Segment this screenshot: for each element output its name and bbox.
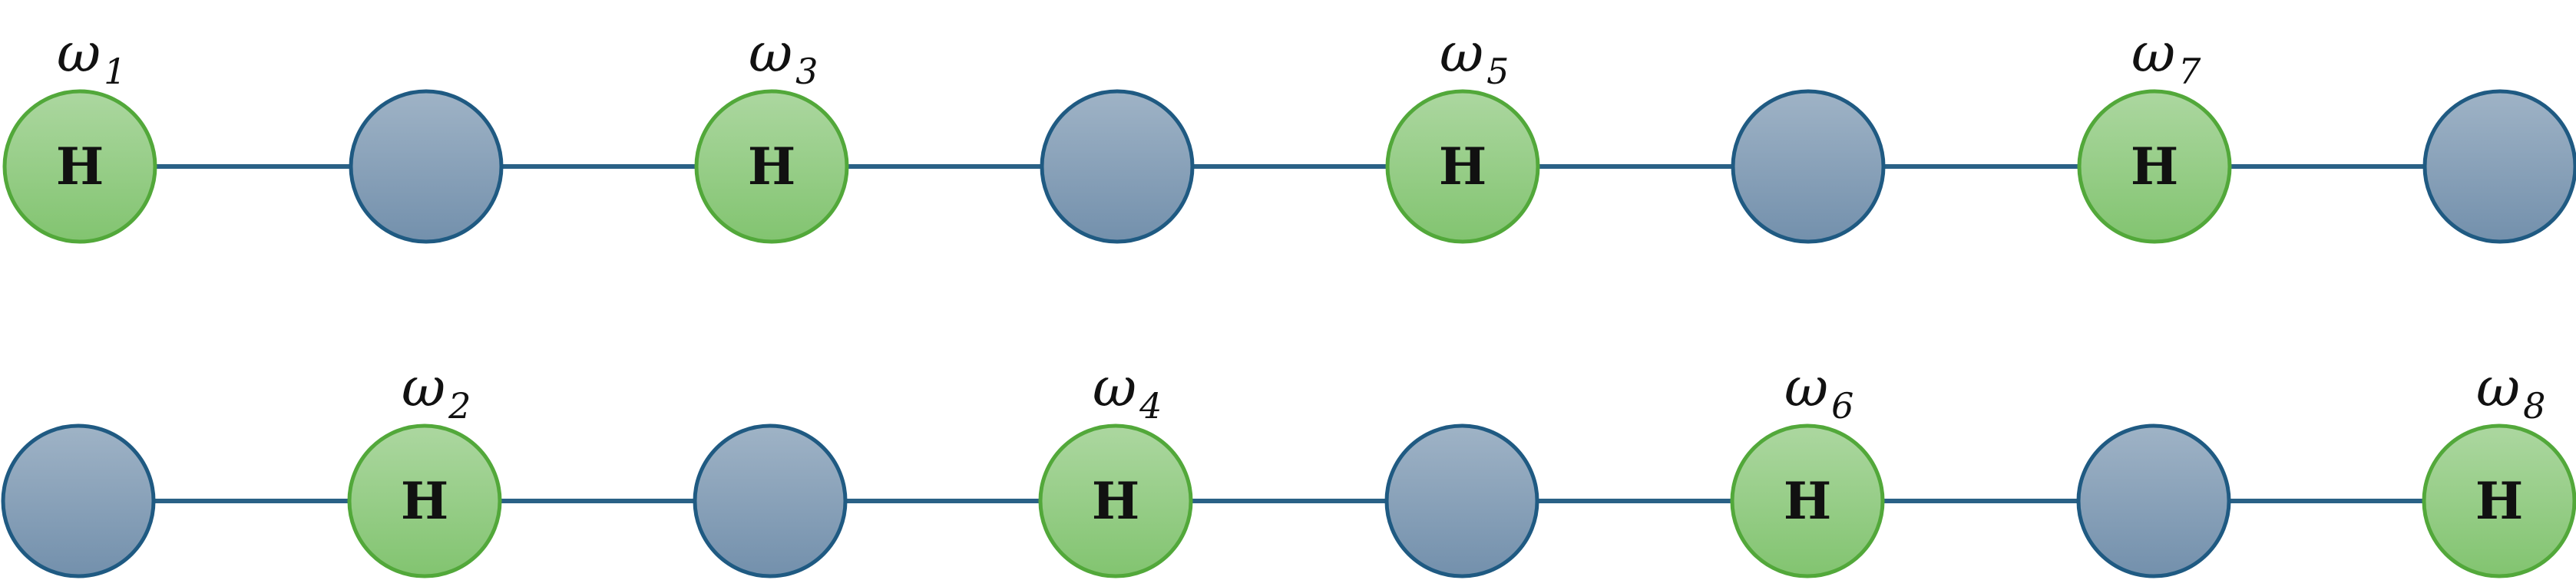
hadamard-label: H	[748, 137, 795, 196]
blank-node-circle	[1, 423, 156, 578]
weight-subscript: 6	[1831, 385, 1853, 427]
hadamard-node-circle	[2, 89, 157, 244]
weight-symbol: ω	[1784, 356, 1828, 419]
hadamard-label: H	[401, 471, 448, 531]
weight-subscript: 7	[2178, 51, 2201, 92]
hadamard-node-circle	[694, 89, 849, 244]
weight-symbol: ω	[1093, 356, 1136, 419]
blank-node-circle	[349, 89, 504, 244]
blank-node-circle	[2422, 89, 2576, 244]
hadamard-node-circle	[347, 423, 502, 578]
hadamard-label: H	[1784, 471, 1831, 531]
blank-node	[1, 423, 156, 578]
blank-node	[1040, 89, 1195, 244]
blank-node	[2076, 423, 2231, 578]
weight-symbol: ω	[1440, 21, 1483, 84]
hadamard-node: Hω6	[1730, 356, 1885, 578]
hadamard-node-circle	[1038, 423, 1193, 578]
hadamard-label: H	[1439, 137, 1486, 196]
weight-label: ω5	[1440, 21, 1509, 92]
hadamard-label: H	[2475, 471, 2523, 531]
weight-symbol: ω	[2476, 356, 2520, 419]
blank-node	[349, 89, 504, 244]
hadamard-node-circle	[2077, 89, 2232, 244]
hadamard-label: H	[1092, 471, 1139, 531]
weight-subscript: 1	[104, 51, 126, 92]
weight-label: ω3	[749, 21, 818, 92]
weight-symbol: ω	[57, 21, 101, 84]
hadamard-node: Hω8	[2422, 356, 2576, 578]
weight-label: ω1	[57, 21, 126, 92]
blank-node-circle	[2076, 423, 2231, 578]
weight-label: ω7	[2131, 21, 2201, 92]
weight-label: ω8	[2476, 356, 2545, 427]
blank-node-circle	[693, 423, 848, 578]
weight-subscript: 8	[2523, 385, 2545, 427]
weight-subscript: 4	[1139, 385, 1162, 427]
hadamard-node: Hω1	[2, 21, 157, 244]
blank-node-circle	[1731, 89, 1886, 244]
hadamard-node-circle	[2422, 423, 2576, 578]
hadamard-node: Hω3	[694, 21, 849, 244]
hadamard-node-circle	[1385, 89, 1540, 244]
blank-node	[1384, 423, 1539, 578]
blank-node-circle	[1384, 423, 1539, 578]
hadamard-node: Hω4	[1038, 356, 1193, 578]
edges-layer	[154, 164, 2425, 503]
weight-label: ω2	[402, 356, 471, 427]
hadamard-label: H	[56, 137, 104, 196]
hadamard-label: H	[2131, 137, 2178, 196]
hadamard-node: Hω7	[2077, 21, 2232, 244]
blank-node	[693, 423, 848, 578]
hadamard-node-circle	[1730, 423, 1885, 578]
weight-symbol: ω	[2131, 21, 2175, 84]
weight-subscript: 2	[448, 385, 471, 427]
blank-node-circle	[1040, 89, 1195, 244]
blank-node	[2422, 89, 2576, 244]
blank-node	[1731, 89, 1886, 244]
hadamard-node: Hω5	[1385, 21, 1540, 244]
hadamard-node: Hω2	[347, 356, 502, 578]
weight-subscript: 5	[1486, 51, 1509, 92]
weight-subscript: 3	[795, 51, 818, 92]
weight-label: ω6	[1784, 356, 1853, 427]
weight-symbol: ω	[749, 21, 792, 84]
weight-symbol: ω	[402, 356, 445, 419]
weight-label: ω4	[1093, 356, 1162, 427]
